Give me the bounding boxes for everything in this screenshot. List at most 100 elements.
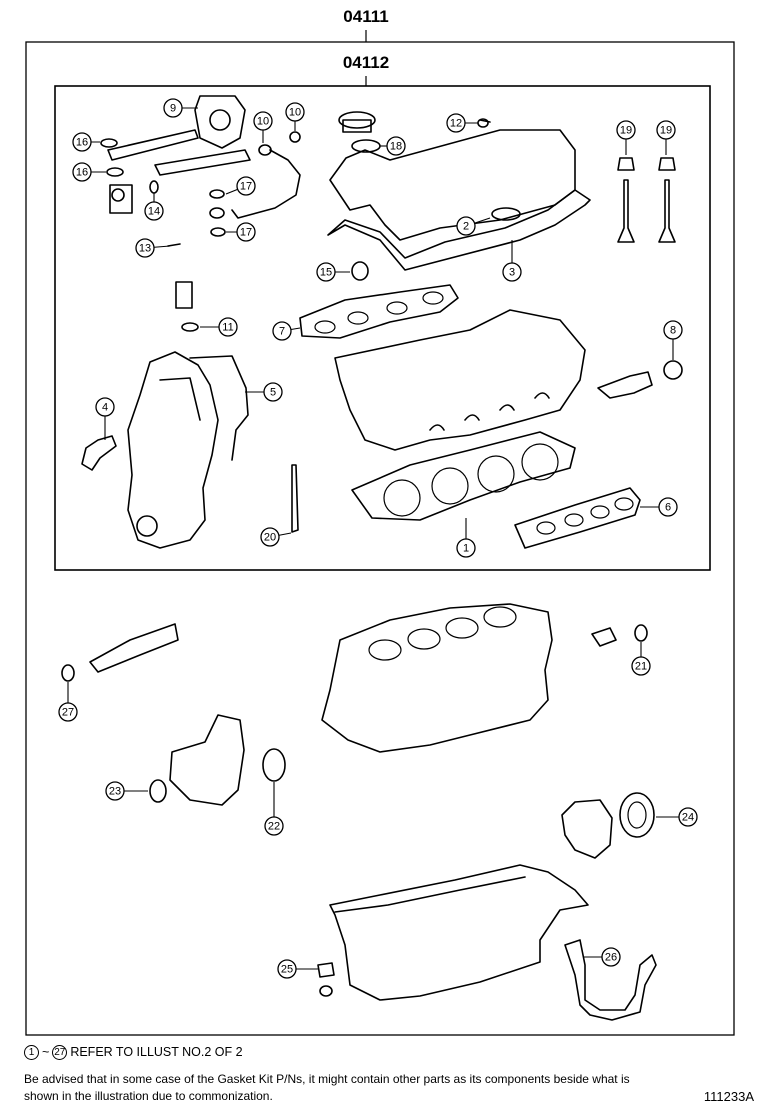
bracket-drawing — [81, 435, 117, 471]
cylinder-head-drawing — [334, 309, 586, 451]
callout-c3: 3 — [502, 240, 522, 282]
callout-circle-c17a — [236, 176, 256, 196]
exhaust-gasket-drawing — [514, 487, 641, 549]
callout-c9: 9 — [163, 98, 198, 118]
callout-circle-c7 — [272, 321, 292, 341]
callout-circle-c4 — [95, 397, 115, 417]
hose-drawing — [291, 464, 299, 533]
callout-c2: 2 — [456, 216, 491, 236]
callout-number-c9: 9 — [170, 103, 176, 115]
callout-circle-c27 — [58, 702, 78, 722]
callout-c4: 4 — [95, 397, 115, 440]
callout-number-c2: 2 — [463, 221, 469, 233]
drawing-code: 111233A — [703, 1089, 754, 1104]
seal-24-drawing — [619, 792, 655, 838]
callout-number-c19b: 19 — [660, 125, 672, 137]
callout-circle-c19b — [656, 120, 676, 140]
callout-circle-c13 — [135, 238, 155, 258]
callout-circle-c10b — [285, 102, 305, 122]
callout-c27: 27 — [58, 682, 78, 722]
callout-number-c4: 4 — [102, 402, 108, 414]
callout-c19b: 19 — [656, 120, 676, 155]
callout-circle-c2 — [456, 216, 476, 236]
callout-number-c17a: 17 — [240, 181, 252, 193]
callout-number-c17b: 17 — [240, 227, 252, 239]
callout-c19a: 19 — [616, 120, 636, 155]
callout-c16a: 16 — [72, 132, 100, 152]
throttle-body-drawing — [100, 95, 489, 332]
callout-c22: 22 — [264, 782, 284, 836]
callout-ref-end: 27 — [52, 1045, 68, 1060]
reference-note: 1 ~ 27 REFER TO ILLUST NO.2 OF 2 — [24, 1044, 243, 1061]
callout-number-c1: 1 — [463, 543, 469, 555]
reference-text: REFER TO ILLUST NO.2 OF 2 — [70, 1045, 243, 1059]
outer-kit-frame — [25, 41, 735, 1036]
callout-number-c25: 25 — [281, 964, 293, 976]
callout-circle-c11 — [218, 317, 238, 337]
valves-drawing — [617, 157, 676, 243]
o-ring-15-drawing — [351, 261, 369, 281]
callout-c25: 25 — [277, 959, 318, 979]
callout-c7: 7 — [272, 321, 301, 341]
callout-c6: 6 — [640, 497, 678, 517]
callout-circle-c17b — [236, 222, 256, 242]
callout-c23: 23 — [105, 781, 148, 801]
oil-pump-drawing — [169, 714, 245, 806]
ring-22-drawing — [262, 748, 286, 782]
callout-circle-c6 — [658, 497, 678, 517]
callout-c26: 26 — [584, 947, 621, 967]
callout-circle-c21 — [631, 656, 651, 676]
callout-circle-c5 — [263, 382, 283, 402]
outlet-ring-drawing — [663, 360, 683, 380]
callout-c16b: 16 — [72, 162, 106, 182]
drain-plug-drawing — [317, 962, 335, 978]
small-plate-drawing — [591, 627, 617, 647]
callout-circle-c15 — [316, 262, 336, 282]
callout-circle-c9 — [163, 98, 183, 118]
callout-circle-c22 — [264, 816, 284, 836]
timing-cover-drawing — [127, 351, 249, 549]
callout-circle-c19a — [616, 120, 636, 140]
kit-number-inner: 04112 — [343, 53, 389, 72]
callout-c12: 12 — [446, 113, 478, 133]
callout-number-c3: 3 — [509, 267, 515, 279]
callout-circle-c24 — [678, 807, 698, 827]
callout-c8a: 8 — [663, 320, 683, 360]
head-cover-drawing — [327, 111, 591, 271]
water-outlet-drawing — [597, 371, 653, 399]
seal-23-drawing — [149, 779, 167, 803]
callout-c18: 18 — [380, 136, 406, 156]
callout-circle-c20 — [260, 527, 280, 547]
callout-c13: 13 — [135, 238, 171, 258]
callout-number-c27: 27 — [62, 707, 74, 719]
callout-number-c14: 14 — [148, 206, 160, 218]
callout-number-c5: 5 — [270, 387, 276, 399]
callout-c21: 21 — [631, 642, 651, 676]
callout-circle-c16b — [72, 162, 92, 182]
callout-number-c20: 20 — [264, 532, 276, 544]
callout-number-c18: 18 — [390, 141, 402, 153]
callout-number-c24: 24 — [682, 812, 694, 824]
callout-number-c6: 6 — [665, 502, 671, 514]
callout-number-c23: 23 — [109, 786, 121, 798]
callout-circle-c10a — [253, 111, 273, 131]
oil-strainer-drawing — [564, 939, 657, 1021]
callout-c1: 1 — [456, 518, 476, 558]
callout-number-c8a: 8 — [670, 325, 676, 337]
callout-number-c13: 13 — [139, 243, 151, 255]
ring-21-drawing — [634, 624, 648, 642]
callout-number-c7: 7 — [279, 326, 285, 338]
callout-number-c16a: 16 — [76, 137, 88, 149]
advisory-note: Be advised that in some case of the Gask… — [24, 1072, 630, 1103]
callout-c10b: 10 — [285, 102, 305, 131]
callout-ref-start: 1 — [24, 1045, 39, 1060]
callout-c10a: 10 — [253, 111, 273, 143]
callout-number-c10a: 10 — [257, 116, 269, 128]
callout-circle-c26 — [601, 947, 621, 967]
inner-kit-frame — [54, 85, 711, 571]
head-gasket-drawing — [351, 431, 576, 521]
callout-number-c22: 22 — [268, 821, 280, 833]
callout-circle-c16a — [72, 132, 92, 152]
callout-c14: 14 — [144, 193, 164, 221]
